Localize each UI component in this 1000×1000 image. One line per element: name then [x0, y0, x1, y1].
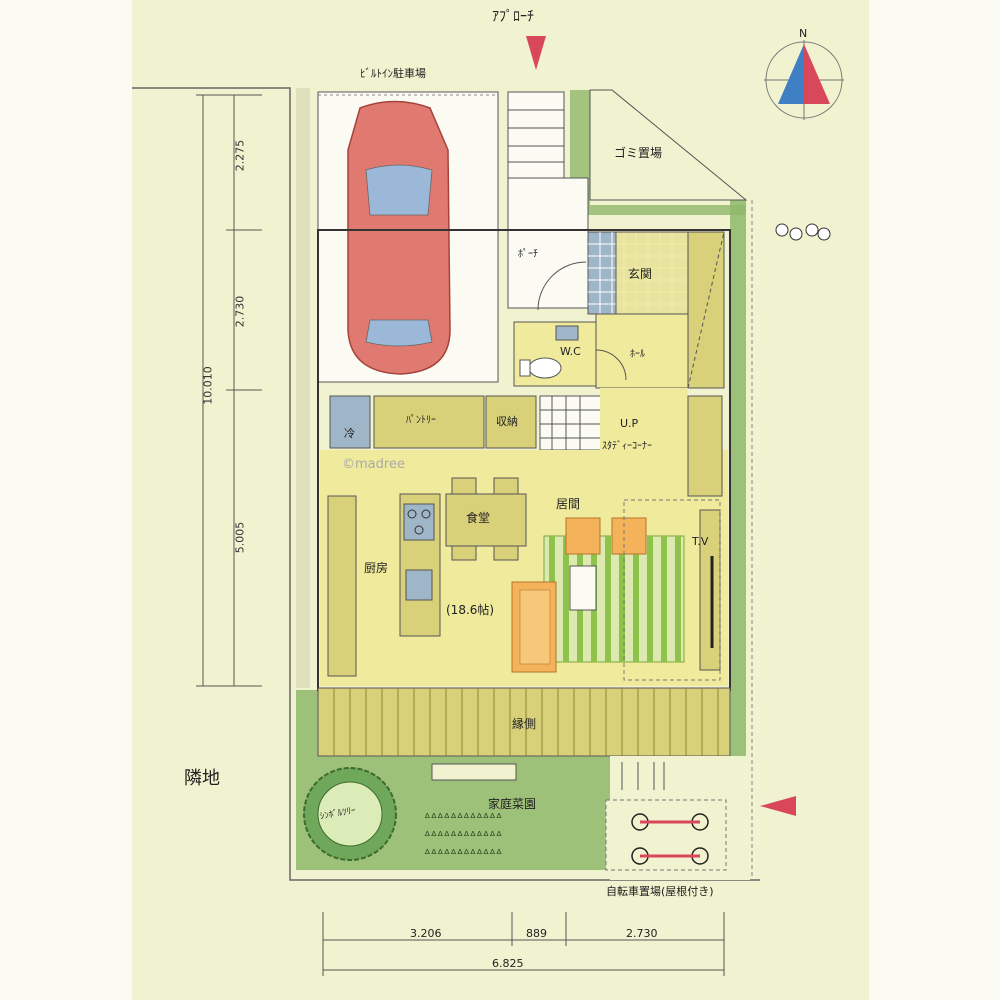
garbage-label: ゴミ置場 [614, 146, 663, 160]
car-icon [347, 100, 451, 375]
horizontal-dimension-lines [322, 912, 725, 976]
step-stone [431, 763, 517, 781]
lot-boundary [132, 87, 760, 881]
porch-label: ﾎﾟｰﾁ [518, 249, 538, 260]
svg-text:ᐞᐞᐞᐞᐞᐞᐞᐞᐞᐞᐞᐞ: ᐞᐞᐞᐞᐞᐞᐞᐞᐞᐞᐞᐞ [424, 829, 502, 843]
dining-chair [451, 477, 477, 495]
kitchen-left-counter [327, 495, 357, 677]
armchair [565, 517, 601, 555]
dim-total-vertical: 10.010 [201, 366, 215, 405]
bicycle-parking-label: 自転車置場(屋根付き) [606, 885, 714, 898]
dim-vertical-3: 5.005 [233, 521, 247, 554]
living-label: 居間 [556, 497, 581, 511]
porch-stairs [507, 91, 565, 179]
approach-label: ｱﾌﾟﾛｰﾁ [492, 9, 534, 25]
porch-floor [507, 177, 589, 309]
tv-stand [699, 509, 721, 671]
storage-label: 収納 [496, 415, 518, 428]
dim-horizontal-1: 3.206 [410, 927, 442, 940]
living-dash-area [623, 499, 721, 681]
wc-label: W.C [560, 345, 581, 358]
study-desk [687, 395, 723, 497]
dining-chair [493, 477, 519, 495]
dim-vertical-2: 2.730 [233, 295, 247, 328]
pantry-label: ﾊﾟﾝﾄﾘｰ [406, 415, 436, 426]
up-label: U.P [620, 417, 639, 430]
sink-icon [405, 569, 433, 601]
compass-icon [764, 40, 844, 120]
builtin-parking-label: ﾋﾞﾙﾄｲﾝ駐車場 [360, 67, 426, 80]
dining-chair [493, 545, 519, 561]
vertical-dimension-lines [196, 94, 262, 687]
engawa-label: 縁側 [512, 717, 537, 731]
garden-right-strip [730, 200, 746, 760]
garbage-area [589, 89, 748, 201]
svg-text:ᐞᐞᐞᐞᐞᐞᐞᐞᐞᐞᐞᐞ: ᐞᐞᐞᐞᐞᐞᐞᐞᐞᐞᐞᐞ [424, 847, 502, 861]
tv-label: T.V [692, 535, 709, 548]
armchair [611, 517, 647, 555]
dining-chair [451, 545, 477, 561]
dim-horizontal-2: 889 [526, 927, 547, 940]
study-corner-label: ｽﾀﾃﾞｨｰｺｰﾅｰ [602, 441, 652, 452]
vegetable-garden-label: 家庭菜園 [488, 797, 537, 811]
approach-arrow-right [760, 796, 796, 816]
entrance-label: 玄関 [628, 267, 653, 281]
svg-text:ᐞᐞᐞᐞᐞᐞᐞᐞᐞᐞᐞᐞ: ᐞᐞᐞᐞᐞᐞᐞᐞᐞᐞᐞᐞ [424, 811, 502, 825]
kitchen-label: 厨房 [364, 561, 389, 575]
bicycle-icon [631, 847, 709, 865]
bicycle-icon [631, 813, 709, 831]
storage-room [485, 395, 537, 449]
hall-door-swing [595, 349, 627, 381]
vegetable-garden-plants: ᐞᐞᐞᐞᐞᐞᐞᐞᐞᐞᐞᐞ ᐞᐞᐞᐞᐞᐞᐞᐞᐞᐞᐞᐞ ᐞᐞᐞᐞᐞᐞᐞᐞᐞᐞᐞᐞ [424, 811, 502, 861]
approach-arrow-top [526, 36, 546, 70]
north-label: N [799, 27, 808, 40]
porch-door-swing [537, 261, 587, 311]
neighbor-label: 隣地 [184, 768, 220, 789]
engawa-deck [317, 687, 731, 757]
stove-icon [403, 503, 435, 541]
upper-hall-floor [600, 388, 688, 450]
hall-label: ﾎｰﾙ [630, 349, 645, 360]
staircase [539, 395, 603, 451]
area-label: (18.6帖) [446, 603, 495, 617]
dining-label: 食堂 [466, 511, 491, 525]
symbol-tree-icon [303, 767, 397, 861]
fridge-label: 冷 [344, 427, 355, 440]
dim-total-horizontal: 6.825 [492, 957, 524, 970]
bicycle-parking-area [605, 799, 727, 871]
dining-table [445, 493, 527, 547]
toilet-icon [528, 357, 562, 379]
people-icon [775, 223, 831, 241]
floor-plan-sheet: ᐞᐞᐞᐞᐞᐞᐞᐞᐞᐞᐞᐞ ᐞᐞᐞᐞᐞᐞᐞᐞᐞᐞᐞᐞ ᐞᐞᐞᐞᐞᐞᐞᐞᐞᐞᐞᐞ [132, 0, 869, 1000]
dim-horizontal-3: 2.730 [626, 927, 658, 940]
floor-plan-drawing: ᐞᐞᐞᐞᐞᐞᐞᐞᐞᐞᐞᐞ ᐞᐞᐞᐞᐞᐞᐞᐞᐞᐞᐞᐞ ᐞᐞᐞᐞᐞᐞᐞᐞᐞᐞᐞᐞ [132, 36, 844, 976]
watermark: ©madree [342, 457, 405, 472]
garden-left-strip [296, 88, 310, 688]
dim-vertical-1: 2.275 [233, 139, 247, 172]
pantry-room [373, 395, 485, 449]
wc-sink [555, 325, 579, 341]
coffee-table [569, 565, 597, 611]
fridge-box [329, 395, 371, 449]
hall-floor [595, 313, 689, 389]
